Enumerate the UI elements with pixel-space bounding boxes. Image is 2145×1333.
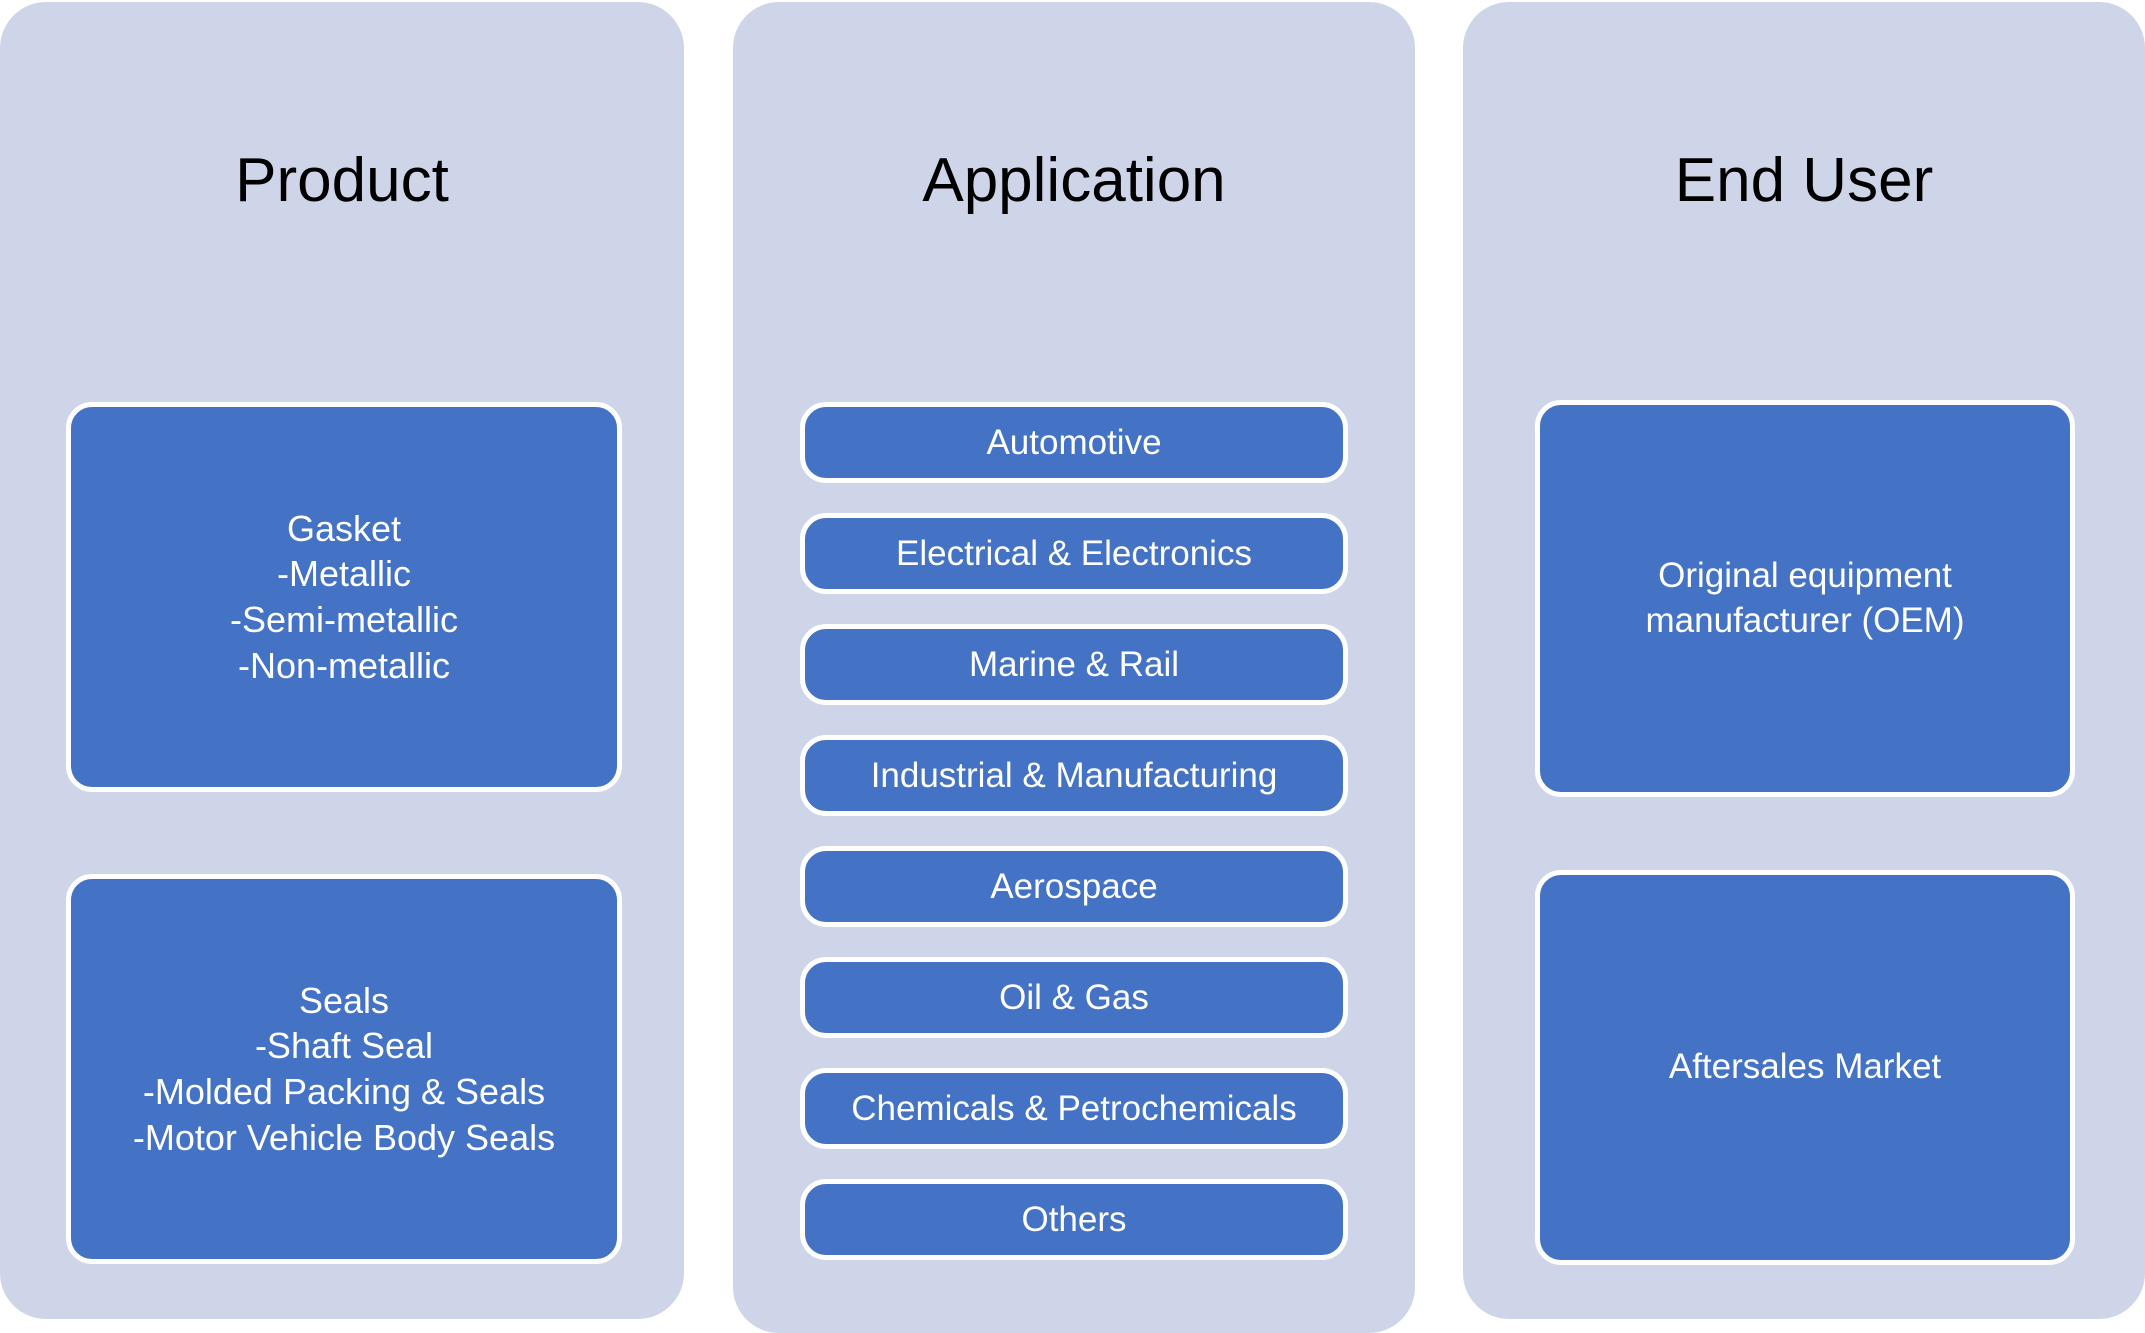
application-label-electrical-electronics: Electrical & Electronics: [896, 534, 1252, 573]
product-box-gasket[interactable]: Gasket -Metallic -Semi-metallic -Non-met…: [66, 402, 622, 792]
application-label-chemicals-petrochemicals: Chemicals & Petrochemicals: [851, 1089, 1297, 1128]
column-heading-enduser: End User: [1674, 146, 1934, 215]
column-heading-application: Application: [922, 146, 1226, 215]
product-seals-line-3: -Molded Packing & Seals: [142, 1071, 546, 1112]
product-gasket-line-4: -Non-metallic: [237, 644, 451, 686]
application-box-chemicals-petrochemicals[interactable]: Chemicals & Petrochemicals: [800, 1068, 1348, 1149]
enduser-oem-line-2: manufacturer (OEM): [1645, 600, 1965, 640]
application-box-oil-gas[interactable]: Oil & Gas: [800, 957, 1348, 1038]
product-gasket-line-2: -Metallic: [276, 553, 411, 595]
application-label-oil-gas: Oil & Gas: [999, 978, 1149, 1017]
application-box-industrial-manufacturing[interactable]: Industrial & Manufacturing: [800, 735, 1348, 816]
application-label-marine-rail: Marine & Rail: [968, 645, 1180, 684]
enduser-oem-line-1: Original equipment: [1658, 555, 1952, 595]
application-label-others: Others: [1021, 1200, 1127, 1239]
column-panel-enduser: End User Original equipment manufacturer…: [1463, 2, 2145, 1319]
application-box-marine-rail[interactable]: Marine & Rail: [800, 624, 1348, 705]
application-label-aerospace: Aerospace: [990, 867, 1158, 906]
application-label-industrial-manufacturing: Industrial & Manufacturing: [870, 756, 1278, 795]
application-box-electrical-electronics[interactable]: Electrical & Electronics: [800, 513, 1348, 594]
application-label-automotive: Automotive: [986, 423, 1162, 462]
enduser-aftersales-line-1: Aftersales Market: [1668, 1047, 1942, 1087]
enduser-box-oem[interactable]: Original equipment manufacturer (OEM): [1535, 400, 2075, 797]
product-gasket-line-1: Gasket: [286, 507, 402, 549]
product-seals-line-2: -Shaft Seal: [254, 1025, 434, 1067]
product-seals-line-1: Seals: [298, 979, 390, 1021]
column-panel-product: Product Gasket -Metallic -Semi-metallic …: [0, 2, 684, 1319]
column-heading-product: Product: [235, 146, 449, 215]
application-box-aerospace[interactable]: Aerospace: [800, 846, 1348, 927]
product-gasket-line-3: -Semi-metallic: [229, 599, 459, 640]
enduser-box-aftersales[interactable]: Aftersales Market: [1535, 870, 2075, 1265]
product-seals-line-4: -Motor Vehicle Body Seals: [132, 1116, 556, 1158]
product-box-seals[interactable]: Seals -Shaft Seal -Molded Packing & Seal…: [66, 874, 622, 1264]
application-box-others[interactable]: Others: [800, 1179, 1348, 1260]
column-panel-application: Application Automotive Electrical & Elec…: [733, 2, 1415, 1333]
application-box-automotive[interactable]: Automotive: [800, 402, 1348, 483]
